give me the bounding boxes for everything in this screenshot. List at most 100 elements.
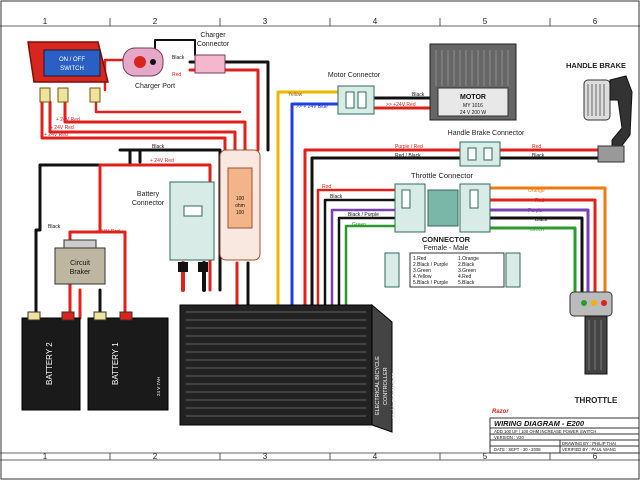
motor-model: MY 1016 [463,103,483,109]
throttle-green-right-label: Green [530,227,544,233]
on-off-switch: ON / OFF SWITCH [27,41,109,103]
female-pin-5: 5.Black / Purple [413,280,448,286]
controller-label-1: ELECTRICAL BICYCLE [375,356,381,415]
throttle-red-label: Red [322,184,331,190]
handle-brake-label: HANDLE BRAKE [566,61,626,70]
wire-motor-blue [290,102,342,307]
wire-brake-purple-red [303,148,462,307]
wire-throttle-red-right [488,198,597,294]
switch-label-1: ON / OFF [59,57,85,63]
grid-col-6-bottom: 6 [593,452,598,461]
handle-brake: HANDLE BRAKE [566,61,633,163]
throttle-connector: Throttle Connector Red Black Black / Pur… [322,171,548,233]
connector-table: CONNECTOR Female - Male 1.Red 2.Black / … [384,235,521,288]
yellow-wire-label: Yellow [288,92,303,98]
grid-col-5-top: 5 [483,17,488,26]
battery-plus24-label: + 24V Red [150,158,174,164]
throttle-green-label: Green [352,222,366,228]
battery-1-label: BATTERY 1 [111,342,120,385]
wire-throttle-purple [488,208,590,294]
controller-label-2: CONTROLLER [383,367,389,405]
grid-col-3-top: 3 [263,17,268,26]
charger-connector-label-2: Connector [197,41,230,48]
breaker-black-label: Black [48,224,61,230]
brake-right-black-label: Black [532,153,545,159]
blue-wire-label: >> + 24V Blue [296,104,328,110]
breaker-plus24-label: + 24V Red [96,229,120,235]
connector-table-title: CONNECTOR [422,235,471,244]
throttle-purple-label: Purple [528,208,543,214]
wire-switch-red-1 [48,100,237,152]
title-block: Razor WIRING DIAGRAM - E200 ADD 100 UF /… [489,409,640,454]
wire-throttle-green [344,224,397,307]
grid-col-1-top: 1 [43,17,48,26]
battery-connector-label-2: Connector [132,200,165,207]
diagram-version: VERSION : V20 [494,435,524,440]
connector-table-subtitle: Female - Male [424,245,469,252]
battery-1: BATTERY 1 24 V 7AH [87,311,169,411]
wire-throttle-red [316,188,397,307]
wire-throttle-black [323,198,397,307]
switch-face [43,49,101,77]
grid-col-1-bottom: 1 [43,452,48,461]
wire-battery-loop-black [34,148,162,320]
wire-motor-yellow [276,90,342,307]
wire-throttle-orange [488,186,607,294]
throttle-label: THROTTLE [575,396,618,405]
charger-port-label: Charger Port [135,83,175,90]
verified-by: VERIFIED BY : PAUL WANG [562,447,616,452]
handle-brake-connector-label: Handle Brake Connector [448,130,525,137]
female-pin-1: 1.Red [413,256,427,262]
motor-connector: Motor Connector [328,72,381,115]
motor-connector-label: Motor Connector [328,72,381,79]
battery-2: BATTERY 2 [21,311,81,411]
motor-rating: 24 V 200 W [460,110,486,116]
male-pin-2: 2.Black [458,262,475,268]
brake-purple-red-label: Purple / Red [395,144,423,150]
charger-port: Charger Port [122,47,175,90]
switch-label-2: SWITCH [60,66,84,72]
male-pin-1: 1.Orange [458,256,479,262]
battery-connector: Battery Connector + 24V Red Black [132,144,215,272]
charger-black-label: Black [172,55,185,61]
wire-throttle-black-purple [330,208,397,307]
brand-logo: Razor [492,409,509,415]
switch-red-label-3: + 24V Red [44,132,68,138]
motor-black-label: Black [412,92,425,98]
wire-battery-1-pos [98,230,127,320]
grid-col-4-bottom: 4 [373,452,378,461]
throttle-black-right-label: Black [535,217,548,223]
charger-red-label: Red [172,72,181,78]
circuit-breaker: Circuit Braker + 24V Red Black [48,224,120,285]
diagram-date: DATE : SEPT - 30 - 2008 [494,447,541,452]
controller: ELECTRICAL BICYCLE CONTROLLER Model : ZK… [179,303,396,433]
throttle-black-purple-label: Black / Purple [348,212,379,218]
circuit-breaker-label-2: Braker [70,269,91,276]
male-pin-5: 5.Black [458,280,475,286]
grid-col-4-top: 4 [373,17,378,26]
battery-2-label: BATTERY 2 [45,342,54,385]
battery-connector-label-1: Battery [137,191,160,198]
wire-throttle-black-right [488,216,584,294]
fuse-label-3: 100 [236,210,245,216]
motor-red-label: >> +24V Red [386,102,416,108]
switch-red-label-2: + 24V Red [50,125,74,131]
throttle: THROTTLE [569,291,618,405]
wire-switch-red-3 [40,100,227,152]
throttle-black-label: Black [330,194,343,200]
fuse-label-2: ohm [235,203,245,209]
brake-right-red-label: Red [532,144,541,150]
grid-col-6-top: 6 [593,17,598,26]
grid-col-5-bottom: 5 [483,452,488,461]
controller-model: Model : ZK2430HB-FS [391,373,396,418]
switch-red-label-1: + 24V Red [56,117,80,123]
grid-col-2-bottom: 2 [153,452,158,461]
wire-throttle-green-right [488,226,577,294]
fuse-label-1: 100 [236,196,245,202]
female-pin-3: 3.Green [413,268,431,274]
battery-black-label: Black [152,144,165,150]
fuse-assembly: 100 ohm 100 [219,149,261,261]
diagram-title: WIRING DIAGRAM - E200 [494,419,585,428]
throttle-orange-label: Orange [528,188,545,194]
